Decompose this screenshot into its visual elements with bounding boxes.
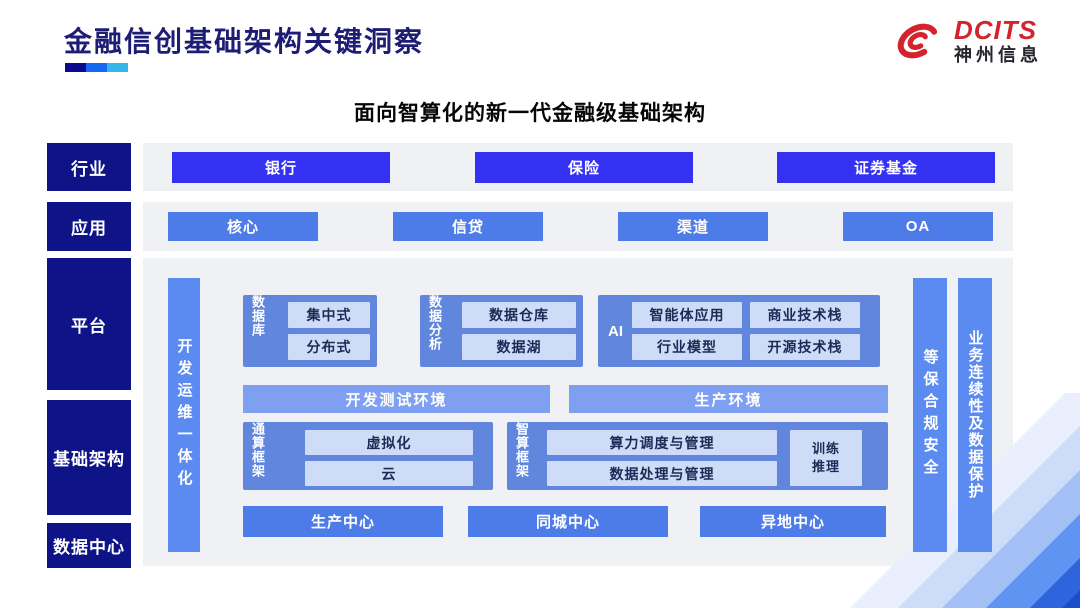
box-industry-models: 行业模型 (632, 334, 742, 360)
box-data-warehouse: 数据仓库 (462, 302, 576, 328)
box-centralized: 集中式 (288, 302, 370, 328)
platform-panel: 开发运维一体化 数据库 集中式 分布式 数据分析 数据仓库 数据湖 AI 智能体… (143, 258, 1013, 566)
chip-bank: 银行 (172, 152, 390, 183)
bar-business-continuity: 业务连续性及数据保护 (958, 278, 992, 552)
underline-segment-cyan (107, 63, 128, 72)
underline-segment-dark (65, 63, 86, 72)
box-cloud: 云 (305, 461, 473, 486)
group-general-compute-framework: 通算框架 虚拟化 云 (243, 422, 493, 490)
title-underline (65, 63, 128, 72)
group-intelligent-compute-framework: 智算框架 算力调度与管理 数据处理与管理 训练 推理 (507, 422, 888, 490)
env-dev-test: 开发测试环境 (243, 385, 550, 413)
row-label-industry: 行业 (47, 143, 131, 191)
bar-security-compliance: 等保合规安全 (913, 278, 947, 552)
box-open-source-stack: 开源技术栈 (750, 334, 860, 360)
underline-segment-blue (86, 63, 107, 72)
chip-insurance: 保险 (475, 152, 693, 183)
logo-brand-text: DCITS (954, 14, 1037, 45)
row-label-platform: 平台 (47, 258, 131, 390)
application-strip: 核心 信贷 渠道 OA (143, 202, 1013, 251)
dcits-logo: DCITS 神州信息 (888, 14, 1042, 68)
bar-devops: 开发运维一体化 (168, 278, 200, 552)
group-database: 数据库 集中式 分布式 (243, 295, 377, 367)
group-database-label: 数据库 (250, 295, 265, 337)
industry-strip: 银行 保险 证券基金 (143, 143, 1013, 191)
chip-channel: 渠道 (618, 212, 768, 241)
group-general-framework-label: 通算框架 (250, 422, 265, 478)
dcits-swirl-icon (897, 23, 938, 59)
group-analytics-label: 数据分析 (427, 295, 442, 351)
center-same-city: 同城中心 (468, 506, 668, 537)
box-distributed: 分布式 (288, 334, 370, 360)
box-virtualization: 虚拟化 (305, 430, 473, 455)
group-data-analytics: 数据分析 数据仓库 数据湖 (420, 295, 583, 367)
chip-oa: OA (843, 212, 993, 241)
box-training-inference: 训练 推理 (790, 430, 862, 486)
box-data-lake: 数据湖 (462, 334, 576, 360)
box-data-processing: 数据处理与管理 (547, 461, 777, 486)
diagram-title: 面向智算化的新一代金融级基础架构 (354, 102, 706, 125)
corner-decoration (850, 393, 1080, 608)
box-agent-apps: 智能体应用 (632, 302, 742, 328)
box-commercial-stack: 商业技术栈 (750, 302, 860, 328)
row-label-datacenter: 数据中心 (47, 523, 131, 568)
group-ai-label: AI (608, 322, 623, 340)
box-compute-scheduling: 算力调度与管理 (547, 430, 777, 455)
logo-company-text: 神州信息 (954, 45, 1042, 66)
row-label-infrastructure: 基础架构 (47, 400, 131, 515)
env-production: 生产环境 (569, 385, 888, 413)
group-ai-framework-label: 智算框架 (514, 422, 529, 478)
chip-credit: 信贷 (393, 212, 543, 241)
center-production: 生产中心 (243, 506, 443, 537)
page-title: 金融信创基础架构关键洞察 (64, 26, 425, 57)
chip-securities-funds: 证券基金 (777, 152, 995, 183)
group-ai: AI 智能体应用 商业技术栈 行业模型 开源技术栈 (598, 295, 880, 367)
center-remote: 异地中心 (700, 506, 886, 537)
row-label-application: 应用 (47, 202, 131, 251)
chip-core: 核心 (168, 212, 318, 241)
